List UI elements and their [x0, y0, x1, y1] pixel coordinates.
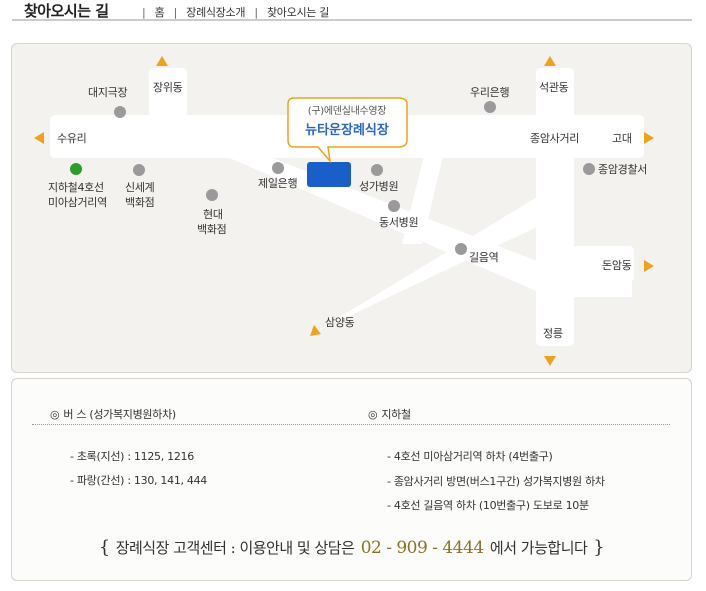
- label-donam: 돈암동: [602, 259, 632, 272]
- customer-center-notice: {장례식장 고객센터 : 이용안내 및 상담은 02 - 909 - 4444 …: [12, 537, 691, 558]
- poi-dots: [114, 101, 595, 255]
- transport-info-panel: ◎버 스 (성가복지병원하차) ◎지하철 - 초록(지선) : 1125, 12…: [11, 378, 692, 581]
- road-branch: [402, 152, 444, 244]
- label-shinsegae-line1: 신세계: [125, 181, 154, 194]
- label-jongam: 종암사거리: [530, 132, 579, 145]
- callout-bubble: [287, 97, 408, 164]
- poi-dot-seongga: [371, 164, 383, 176]
- breadcrumb: | 홈 | 장례식장소개 | 찾아오시는 길: [142, 6, 330, 19]
- label-daeji: 대지극장: [88, 86, 127, 99]
- arrow-samyang: [310, 325, 321, 336]
- label-seongga: 성가병원: [359, 180, 398, 193]
- notice-text-before: 장례식장 고객센터 : 이용안내 및 상담은: [115, 539, 355, 557]
- dotted-divider: [32, 424, 670, 425]
- label-jeil: 제일은행: [258, 176, 297, 190]
- label-woori: 우리은행: [470, 86, 509, 99]
- label-gileum: 길음역: [469, 251, 498, 264]
- poi-dot-daeji: [114, 106, 126, 118]
- label-samyang: 삼양동: [325, 316, 355, 329]
- direction-arrows: [34, 56, 654, 366]
- label-jongam-police: 종암경찰서: [598, 163, 647, 176]
- label-shinsegae-line2: 백화점: [125, 196, 154, 209]
- label-jeongneung: 정릉: [543, 327, 563, 340]
- notice-text-after: 에서 가능합니다: [489, 539, 588, 557]
- phone-number: 02 - 909 - 4444: [360, 538, 484, 558]
- road-network: [50, 68, 644, 346]
- bus-heading: ◎버 스 (성가복지병원하차): [50, 408, 176, 421]
- arrow-right-donam: [644, 260, 654, 272]
- page-title: 찾아오시는 길: [24, 2, 109, 20]
- breadcrumb-current: 찾아오시는 길: [266, 6, 330, 19]
- arrow-up-jangwi: [156, 56, 168, 66]
- map-labels: 수유리 대지극장 장위동 우리은행 석관동 종암사거리 고대 제일은행 성가병원…: [48, 81, 647, 340]
- label-hyundai-line1: 현대: [203, 208, 223, 221]
- road-samyang: [312, 194, 560, 334]
- poi-dot-gileum: [455, 243, 467, 255]
- label-jangwi: 장위동: [153, 81, 183, 94]
- poi-dot-jeil: [272, 162, 284, 174]
- breadcrumb-about[interactable]: 장례식장소개: [186, 6, 246, 19]
- poi-dot-jongam-police: [583, 163, 595, 175]
- header-divider: [12, 19, 692, 21]
- open-brace: {: [98, 537, 110, 558]
- label-suyuri: 수유리: [57, 132, 86, 145]
- label-dongseo: 동서병원: [379, 216, 418, 229]
- callout-subtitle: (구)에덴실내수영장: [308, 105, 387, 117]
- label-hyundai-line2: 백화점: [197, 223, 226, 236]
- poi-dot-dongseo: [388, 200, 400, 212]
- target-circle-icon: ◎: [50, 408, 60, 421]
- subway-heading: ◎지하철: [368, 408, 411, 421]
- label-subway-line2: 미아삼거리역: [48, 196, 107, 209]
- arrow-left-suyuri: [34, 132, 44, 144]
- target-circle-icon: ◎: [368, 408, 378, 421]
- bus-route-blue: - 파랑(간선) : 130, 141, 444: [70, 474, 208, 487]
- funeral-hall-building: [307, 162, 351, 187]
- label-godae: 고대: [612, 132, 632, 145]
- directions-map: (구)에덴실내수영장 뉴타운장례식장 수유리 대지극장 장위동 우리은행 석관동…: [34, 56, 654, 366]
- arrow-up-seokgwan: [544, 56, 556, 66]
- subway-route-3: - 4호선 길음역 하차 (10번출구) 도보로 10분: [387, 499, 589, 512]
- road-donam-end: [572, 246, 634, 282]
- subway-route-2: - 종암사거리 방면(버스1구간) 성가복지병원 하차: [387, 475, 605, 488]
- callout-title: 뉴타운장례식장: [305, 122, 389, 138]
- poi-dot-shinsegae: [133, 164, 145, 176]
- map-panel: (구)에덴실내수영장 뉴타운장례식장 수유리 대지극장 장위동 우리은행 석관동…: [11, 43, 692, 373]
- arrow-right-godae: [644, 132, 654, 144]
- poi-dot-hyundai: [206, 189, 218, 201]
- label-subway-line1: 지하철4호선: [48, 180, 104, 194]
- label-seokgwan: 석관동: [539, 81, 569, 94]
- road-jangwi: [149, 68, 187, 140]
- arrow-down-jeongneung: [544, 356, 556, 366]
- bus-route-green: - 초록(지선) : 1125, 1216: [70, 450, 194, 463]
- breadcrumb-home[interactable]: 홈: [154, 6, 165, 19]
- subway-route-1: - 4호선 미아삼거리역 하차 (4번출구): [387, 450, 553, 463]
- poi-dot-woori: [484, 101, 496, 113]
- close-brace: }: [593, 537, 605, 558]
- subway-station-dot: [70, 163, 82, 175]
- callout: (구)에덴실내수영장 뉴타운장례식장: [287, 97, 408, 164]
